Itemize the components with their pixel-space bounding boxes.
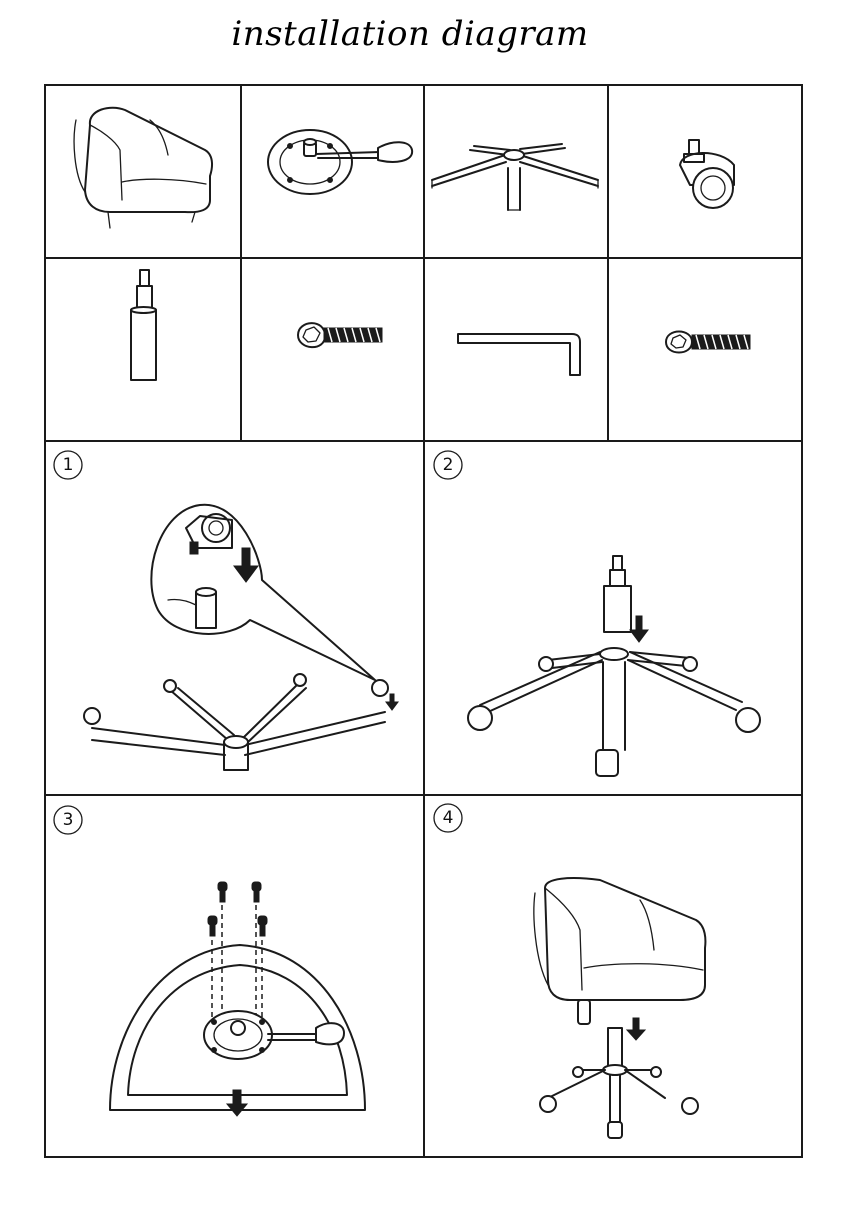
page-title: installation diagram: [231, 14, 589, 54]
grid-lines: [44, 84, 803, 1158]
step-4-illustration: [533, 877, 707, 1139]
step-2-label: 2: [433, 450, 463, 480]
part-star-base: [431, 143, 599, 211]
part-bolt-large: [297, 322, 383, 349]
step-2-number: 2: [443, 455, 454, 475]
step-4-number: 4: [443, 808, 454, 828]
step-1-illustration: [83, 503, 399, 771]
part-mechanism-plate: [267, 129, 414, 195]
step-1-label: 1: [53, 450, 83, 480]
part-bolt-small: [665, 330, 751, 354]
step-4-label: 4: [433, 803, 463, 833]
step-3-illustration: [109, 881, 366, 1117]
part-seat: [73, 106, 213, 229]
part-allen-key: [457, 333, 581, 376]
step-1-number: 1: [63, 455, 74, 475]
step-3-number: 3: [63, 810, 74, 830]
step-3-label: 3: [53, 805, 83, 835]
step-2-illustration: [467, 555, 761, 777]
part-caster: [679, 139, 735, 209]
part-gas-cylinder: [130, 269, 157, 381]
